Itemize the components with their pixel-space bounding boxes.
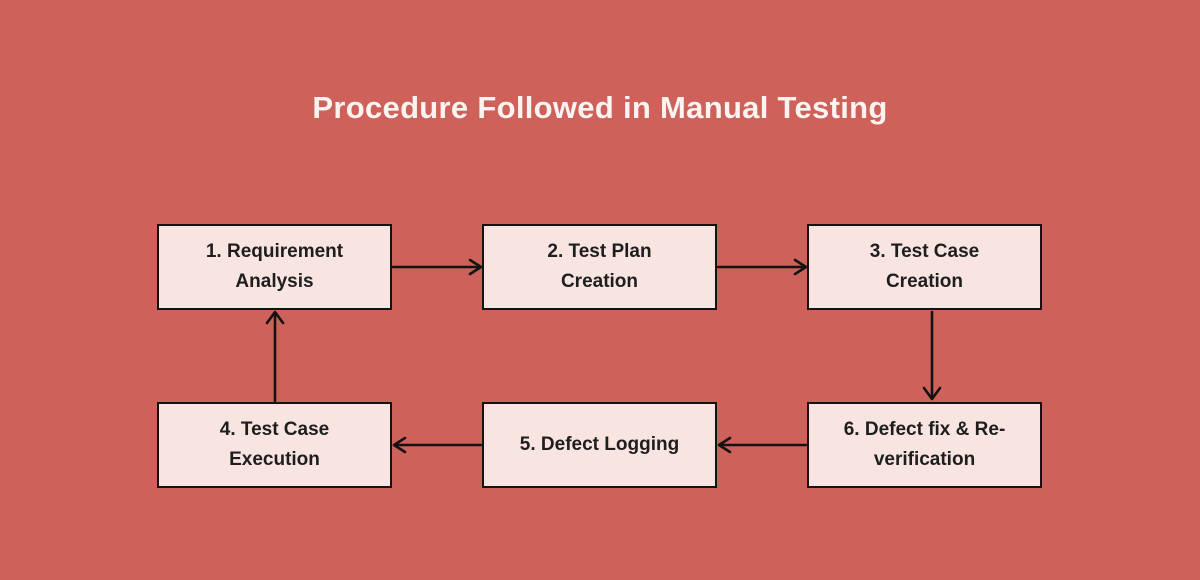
arrow-testplan-to-testcasecreation [716, 258, 808, 276]
node-label-line: Creation [885, 271, 964, 292]
arrow-testcasecreation-to-defectfix [922, 310, 942, 401]
node-label-line: 2. Test Plan [547, 241, 652, 262]
node-requirement-analysis: 1. Requirement Analysis [157, 224, 392, 310]
node-label-line: Analysis [235, 271, 314, 292]
node-label-line: 4. Test Case [219, 419, 330, 440]
node-test-plan-creation: 2. Test Plan Creation [482, 224, 717, 310]
node-defect-logging: 5. Defect Logging [482, 402, 717, 488]
arrow-requirement-to-testplan [391, 258, 483, 276]
diagram-title: Procedure Followed in Manual Testing [312, 90, 888, 125]
node-label-line: 5. Defect Logging [519, 434, 680, 455]
arrow-defectlogging-to-testcaseexecution [392, 436, 483, 454]
node-label-line: 1. Requirement [205, 241, 344, 262]
node-defect-fix-reverification: 6. Defect fix & Re- verification [807, 402, 1042, 488]
node-label-line: 3. Test Case [869, 241, 980, 262]
arrow-testcaseexecution-to-requirement [265, 310, 285, 403]
arrow-defectfix-to-defectlogging [717, 436, 808, 454]
node-label-line: Creation [560, 271, 639, 292]
node-label-line: verification [873, 449, 976, 470]
node-test-case-execution: 4. Test Case Execution [157, 402, 392, 488]
node-label-line: Execution [229, 449, 320, 470]
node-test-case-creation: 3. Test Case Creation [807, 224, 1042, 310]
node-label-line: 6. Defect fix & Re- [843, 419, 1006, 440]
